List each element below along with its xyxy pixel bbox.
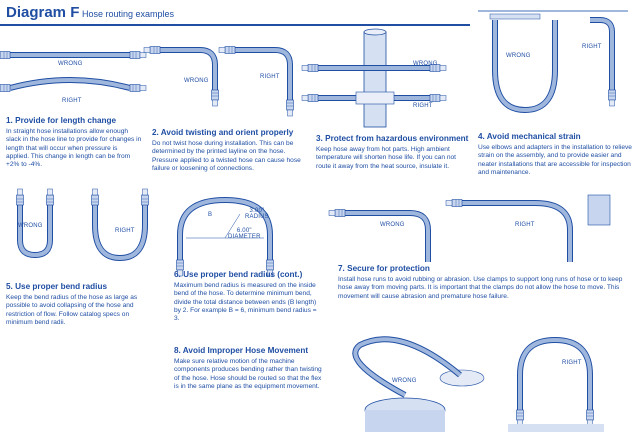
page-title: Diagram F (6, 4, 80, 21)
mechanical-strain-figure (478, 10, 628, 114)
twisting-figure (143, 46, 294, 117)
diameter-label: 6.00" DIAMETER (228, 228, 261, 240)
wrong-label: WRONG (18, 223, 43, 229)
page-subtitle: Hose routing examples (82, 9, 175, 19)
bend-radius-diagram (176, 196, 274, 277)
right-label: RIGHT (562, 360, 582, 366)
section-heading: 5. Use proper bend radius (6, 282, 108, 291)
wrong-label: WRONG (413, 61, 438, 67)
section-heading: 8. Avoid Improper Hose Movement (174, 346, 309, 355)
bend-radius-figure (16, 188, 149, 262)
hose-movement-figure (352, 336, 604, 432)
b-label: B (208, 212, 213, 218)
wrong-label: WRONG (392, 378, 417, 384)
wrong-label: WRONG (380, 222, 405, 228)
right-label: RIGHT (582, 44, 602, 50)
section-body: Make sure relative motion of the machine… (174, 358, 322, 390)
wrong-label: WRONG (184, 78, 209, 84)
wrong-label: WRONG (506, 53, 531, 59)
section-body: In straight hose installations allow eno… (6, 128, 142, 169)
section-body: Maximum bend radius is measured on the i… (174, 282, 317, 323)
section-body: Keep the bend radius of the hose as larg… (6, 294, 138, 326)
right-label: RIGHT (413, 103, 433, 109)
right-label: RIGHT (260, 74, 280, 80)
right-label: RIGHT (62, 98, 82, 104)
right-label: RIGHT (515, 222, 535, 228)
heat-source-figure (301, 28, 447, 128)
section-heading: 3. Protect from hazardous environment (316, 134, 469, 143)
section-heading: 1. Provide for length change (6, 116, 117, 125)
section-heading: 7. Secure for protection (338, 264, 430, 273)
section-body: Do not twist hose during installation. T… (152, 140, 301, 172)
section-body: Keep hose away from hot parts. High ambi… (316, 146, 457, 170)
radius-label: 3.00" RADIUS (245, 208, 269, 220)
length-change-figure (0, 51, 147, 92)
right-label: RIGHT (115, 228, 135, 234)
clamp-figure (328, 194, 611, 262)
wrong-label: WRONG (58, 61, 83, 67)
title-rule (0, 24, 470, 26)
section-heading: 4. Avoid mechanical strain (478, 132, 581, 141)
section-heading: 2. Avoid twisting and orient properly (152, 128, 294, 137)
section-body: Install hose runs to avoid rubbing or ab… (338, 276, 623, 300)
section-body: Use elbows and adapters in the installat… (478, 144, 632, 176)
section-heading: 6. Use proper bend radius (cont.) (174, 270, 303, 279)
